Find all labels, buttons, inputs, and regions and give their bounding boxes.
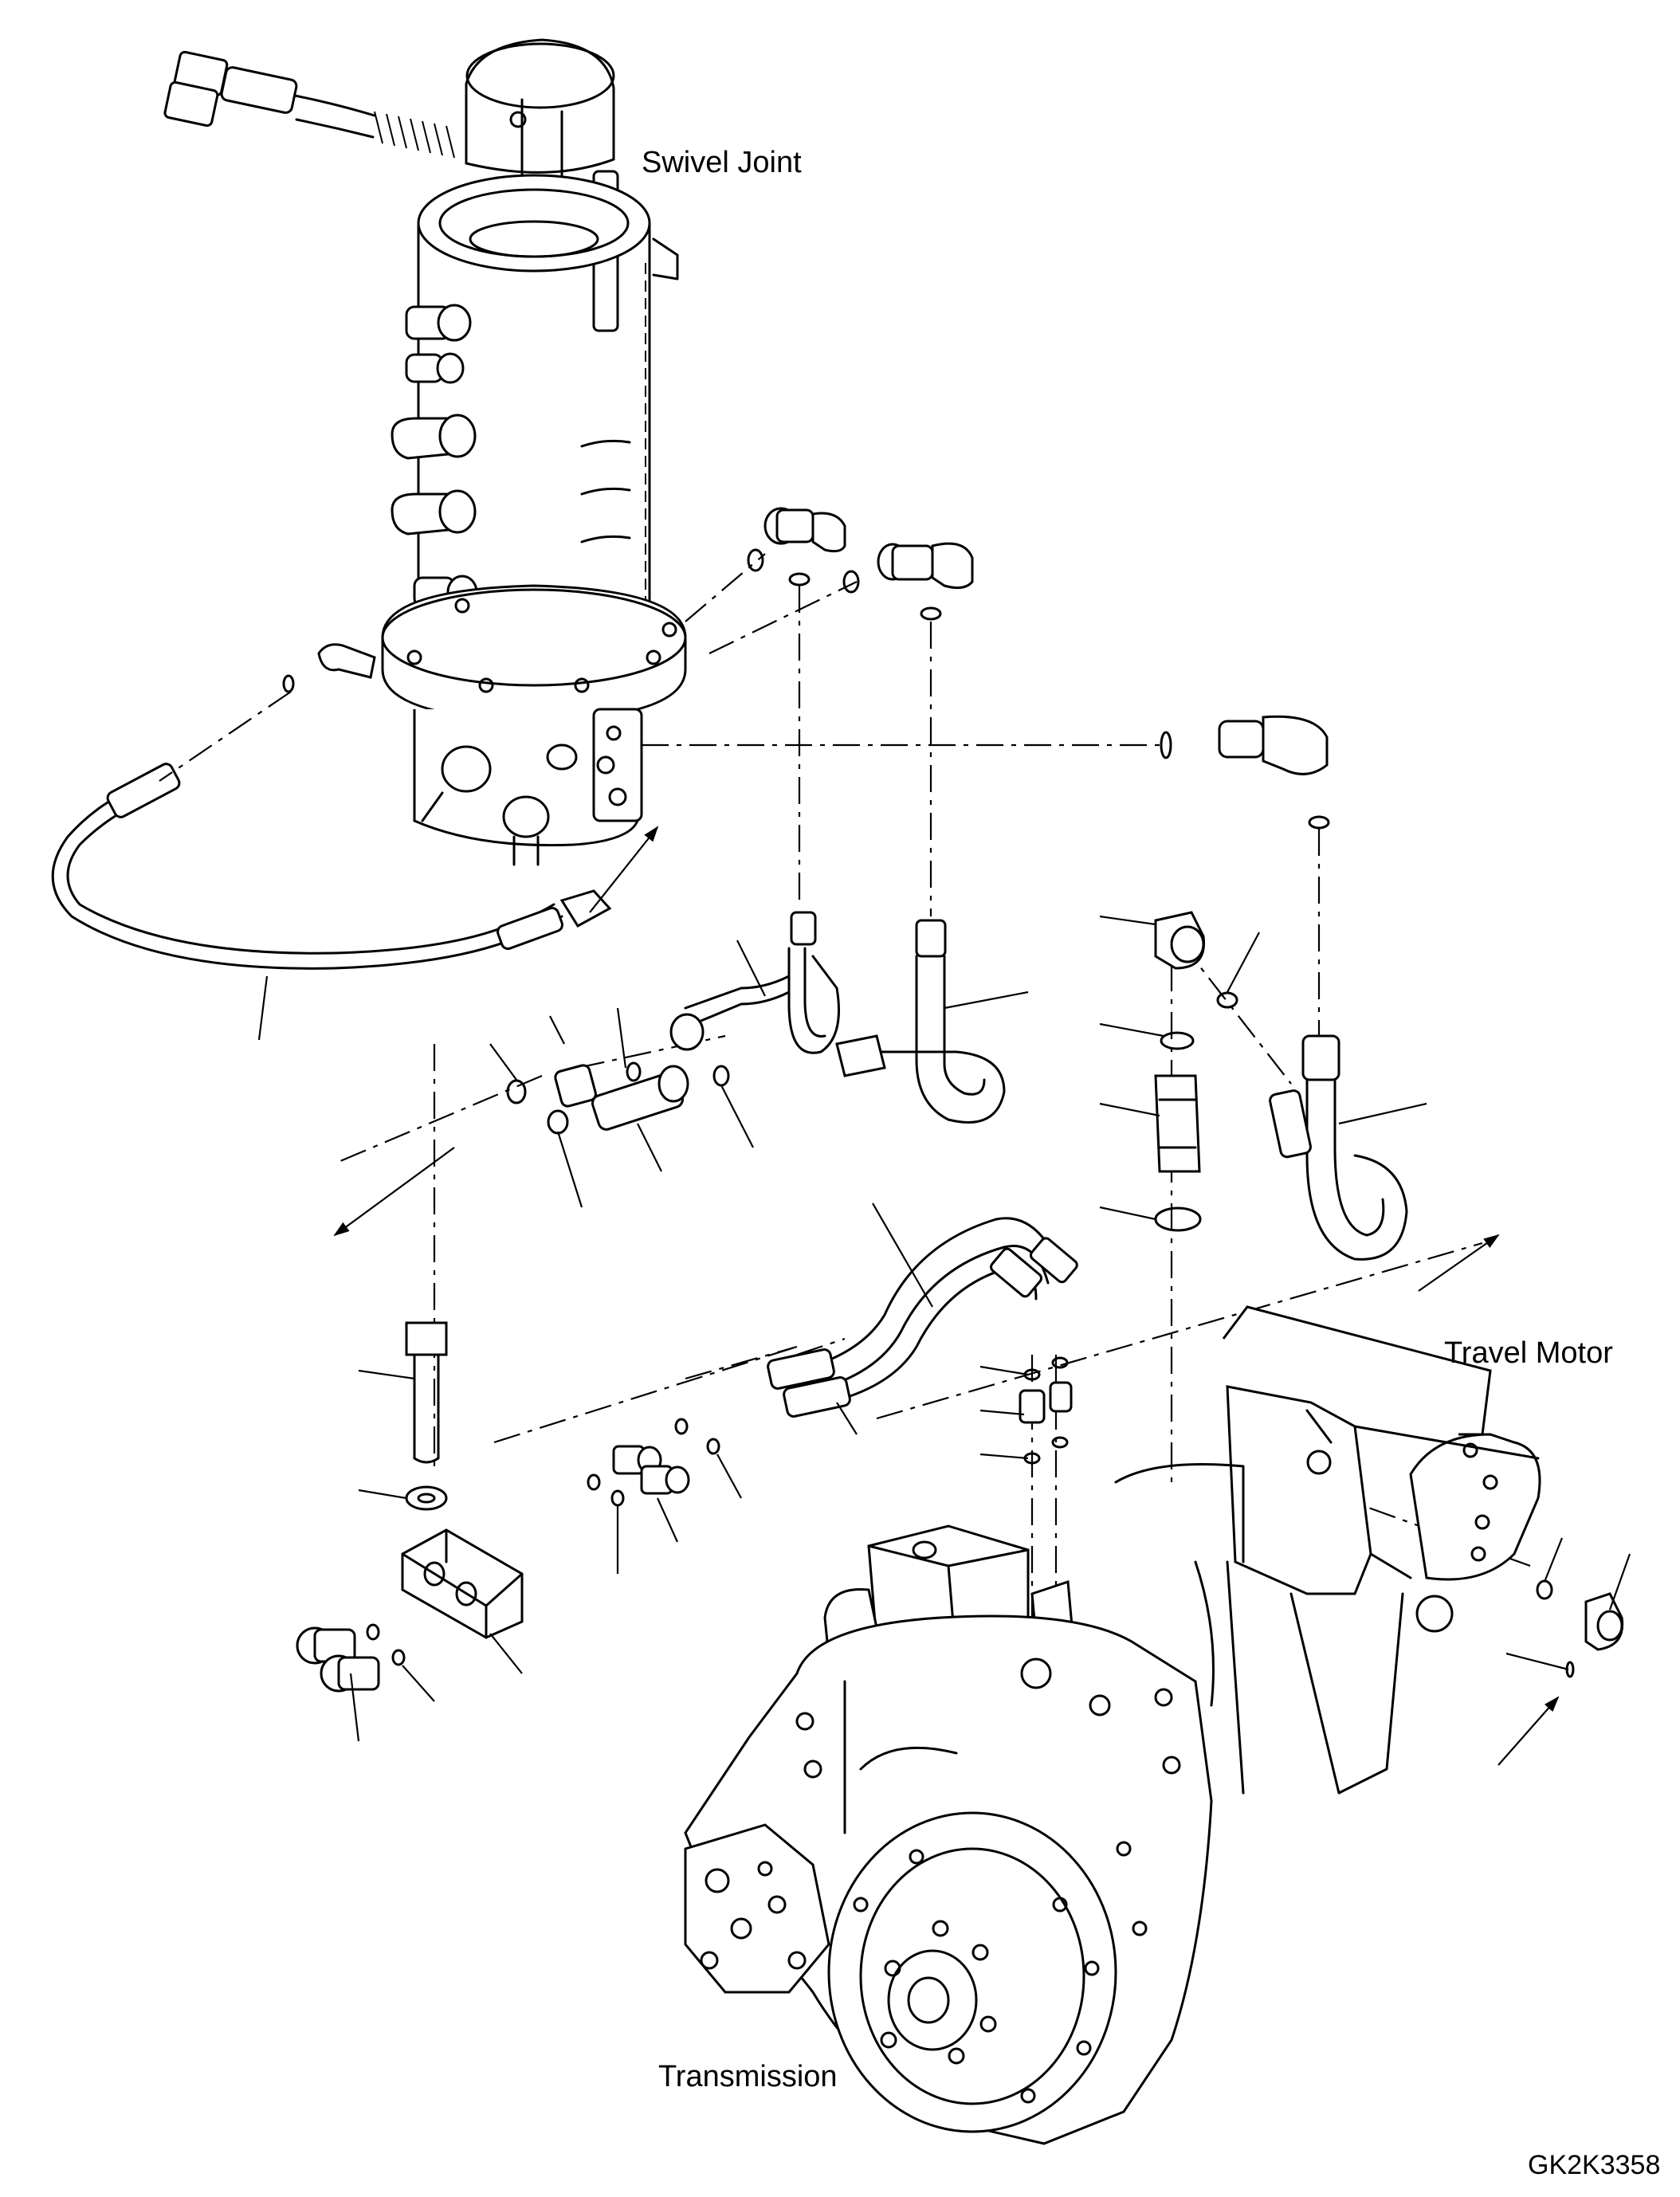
- travel-motor-label: Travel Motor: [1444, 1336, 1613, 1370]
- swivel-joint-flange: [381, 584, 687, 723]
- travel-motor: [1114, 1305, 1541, 1795]
- hose-assembly-a: [669, 911, 840, 1054]
- inline-fittings-row: [506, 1061, 730, 1135]
- hose-assembly-c: [1269, 1034, 1408, 1261]
- callout-leaders: [257, 915, 1631, 1742]
- motor-drain-elbow: [1536, 1579, 1624, 1678]
- swivel-joint-body: [417, 174, 679, 631]
- electrical-connector: [163, 50, 455, 159]
- transmission: [684, 1614, 1213, 2145]
- upper-elbow-fittings: [747, 507, 1330, 830]
- swivel-side-elbow: [282, 643, 376, 693]
- flow-arrows: [333, 826, 1560, 1766]
- transmission-label: Transmission: [658, 2060, 838, 2093]
- manifold-mounting: [296, 1321, 720, 1693]
- hose-assembly-b: [835, 919, 1006, 1124]
- twin-hose-assembly: [767, 1217, 1078, 1418]
- drawing-id-label: GK2K3358: [1528, 2150, 1660, 2180]
- motor-inlet-fittings: [1019, 1356, 1073, 1465]
- long-hose: [51, 763, 612, 970]
- adapter-stack: [1154, 911, 1238, 1232]
- dashed-routing-lines: [159, 553, 1531, 1642]
- swivel-joint-assembly: [163, 38, 687, 866]
- swivel-joint-label: Swivel Joint: [642, 146, 802, 179]
- swivel-joint-lower-body: [413, 708, 643, 866]
